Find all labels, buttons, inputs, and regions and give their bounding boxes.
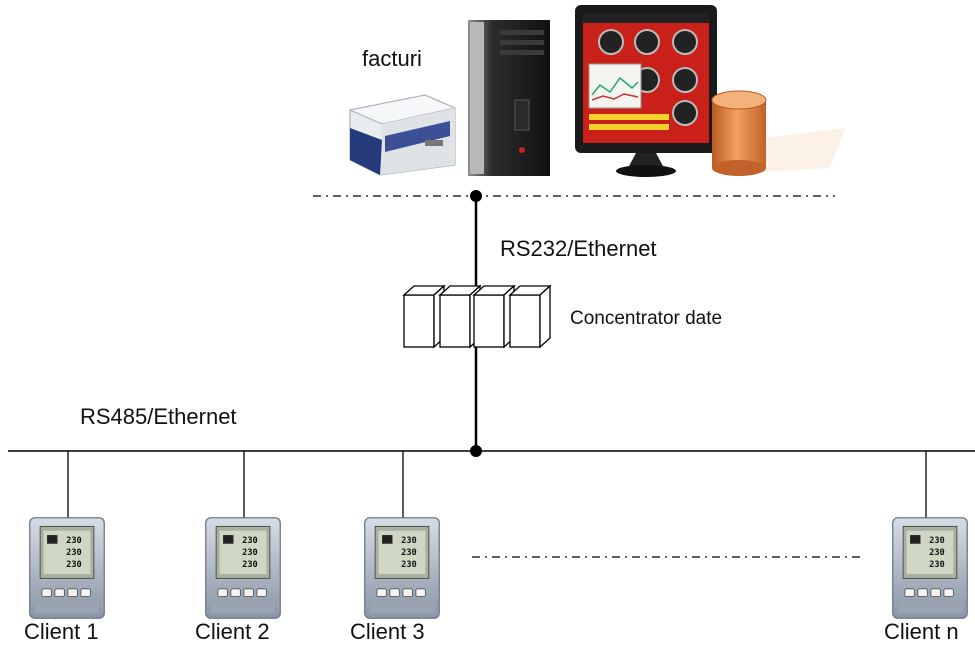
client-1-meter-icon [28, 516, 106, 620]
client-2-label: Client 2 [195, 619, 270, 644]
client-3-meter-icon [363, 516, 441, 620]
concentrator-unit [402, 284, 552, 349]
client-3-label: Client 3 [350, 619, 425, 644]
database-cylinder-icon [711, 90, 845, 176]
concentrator-module [402, 284, 446, 349]
client-2-meter-icon [204, 516, 282, 620]
server-tower-icon [468, 20, 550, 176]
rs485-ethernet-label: RS485/Ethernet [80, 404, 237, 429]
rs232-ethernet-label: RS232/Ethernet [500, 236, 657, 261]
concentrator-module [472, 284, 516, 349]
concentrator-label: Concentrator date [570, 308, 723, 329]
client-1-label: Client 1 [24, 619, 99, 644]
scada-monitor-icon [575, 5, 717, 177]
concentrator-module [508, 284, 552, 349]
client-n-label: Client n [884, 619, 959, 644]
invoices-label: facturi [362, 46, 422, 71]
printer-icon [348, 94, 457, 176]
client-n-meter-icon [891, 516, 969, 620]
lower-junction-dot [470, 445, 482, 457]
